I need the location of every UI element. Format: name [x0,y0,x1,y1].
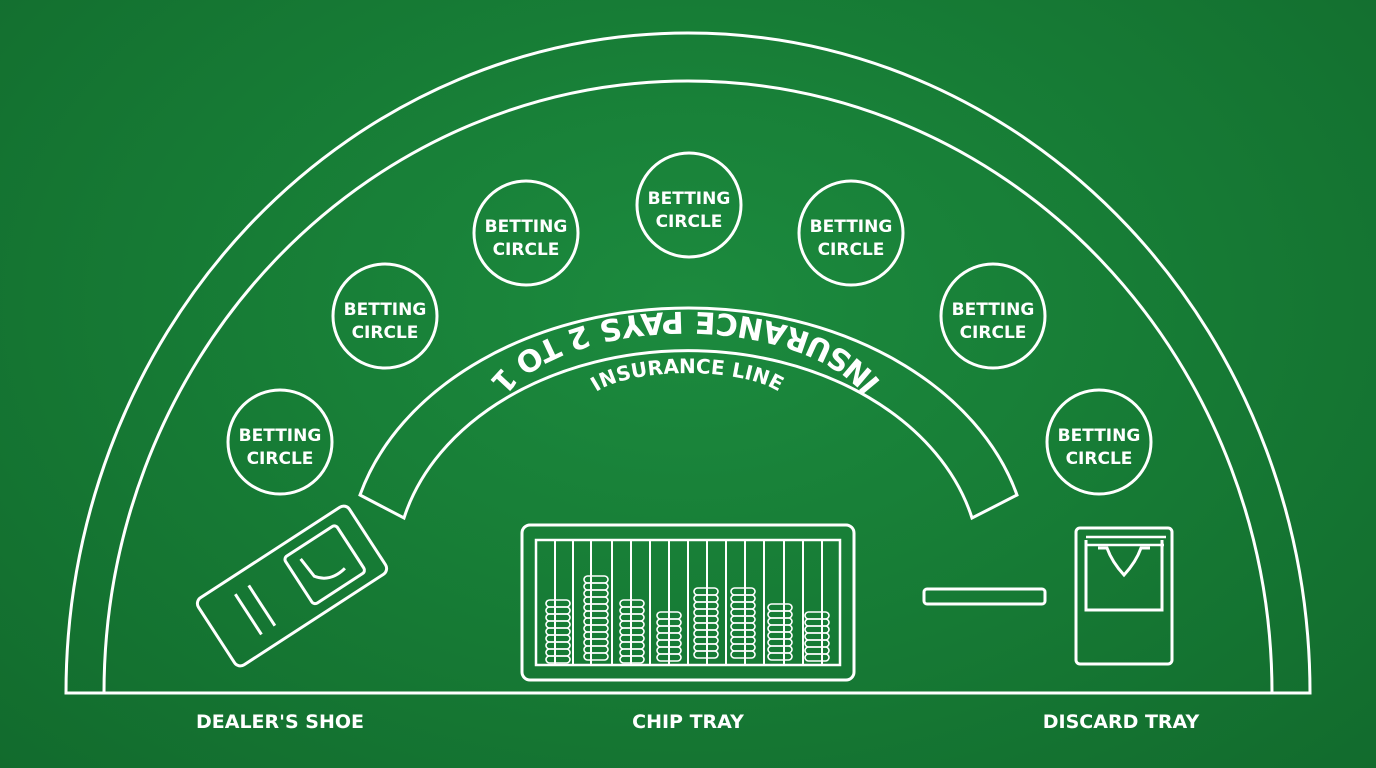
betting-circle-label: BETTING [239,426,322,446]
betting-circle[interactable]: BETTING CIRCLE [939,262,1047,370]
card-slot-icon [922,587,1047,606]
chip [583,603,609,612]
chip [545,655,571,664]
chip [545,613,571,622]
chip [730,622,756,631]
chip [583,638,609,647]
chip [767,631,793,640]
chip [583,617,609,626]
betting-circle[interactable]: BETTING CIRCLE [226,388,334,496]
chip [804,611,830,620]
chip [730,650,756,659]
chip [767,610,793,619]
chip [804,632,830,641]
chip [583,596,609,605]
chip [767,617,793,626]
chip-stack [693,587,719,659]
chip [730,629,756,638]
chip-tray-label: CHIP TRAY [632,711,744,733]
chip-stack [619,599,645,664]
chip-stack [730,587,756,659]
chip [545,648,571,657]
chip [730,587,756,596]
betting-circle-label: BETTING [952,300,1035,320]
betting-circle-label: CIRCLE [1066,449,1133,469]
table-outer-edge [64,31,1312,695]
betting-circle[interactable]: BETTING CIRCLE [635,151,743,259]
chip [730,608,756,617]
betting-circle[interactable]: BETTING CIRCLE [1045,388,1153,496]
discard-tray-icon [1074,526,1174,666]
chip [730,615,756,624]
chip [804,639,830,648]
chip [804,625,830,634]
chip [545,641,571,650]
chip [656,653,682,662]
chip [545,606,571,615]
chip [583,652,609,661]
betting-circle[interactable]: BETTING CIRCLE [331,262,439,370]
betting-circle-label: CIRCLE [352,323,419,343]
card-shoe-icon [195,504,389,668]
betting-circle-label: CIRCLE [818,240,885,260]
chip [545,620,571,629]
chip-tray-icon [520,523,856,682]
chip [767,624,793,633]
chip [583,645,609,654]
chip [804,646,830,655]
chip [767,603,793,612]
chip [730,601,756,610]
chip [583,624,609,633]
chip [583,575,609,584]
chip [545,634,571,643]
betting-circle-label: CIRCLE [247,449,314,469]
chip [583,582,609,591]
dealer-shoe-label: DEALER'S SHOE [196,711,364,733]
chip [583,610,609,619]
betting-circle-label: BETTING [810,217,893,237]
chip-stack [656,611,682,662]
chip [804,618,830,627]
betting-circle[interactable]: BETTING CIRCLE [472,179,580,287]
chip [619,655,645,664]
chip [545,599,571,608]
chip-stack [767,603,793,661]
betting-circle-label: CIRCLE [960,323,1027,343]
table-inner-line [102,79,1274,694]
chip [545,627,571,636]
chip [693,650,719,659]
betting-circle-label: BETTING [648,189,731,209]
betting-circle-label: BETTING [485,217,568,237]
chip [804,653,830,662]
betting-circle-label: CIRCLE [656,212,723,232]
chip [583,631,609,640]
chip [767,638,793,647]
chip-stack [583,575,609,661]
chip-stack [545,599,571,664]
chip-stack [804,611,830,662]
betting-circle-label: CIRCLE [493,240,560,260]
chip [583,589,609,598]
betting-circle[interactable]: BETTING CIRCLE [797,179,905,287]
chip [767,645,793,654]
betting-circle-label: BETTING [1058,426,1141,446]
insurance-band [358,306,1019,521]
chip [730,594,756,603]
chip [767,652,793,661]
discard-tray-label: DISCARD TRAY [1043,711,1200,733]
insurance-line-label: INSURANCE LINE [586,354,788,396]
chip [730,643,756,652]
chip [730,636,756,645]
betting-circle-label: BETTING [344,300,427,320]
